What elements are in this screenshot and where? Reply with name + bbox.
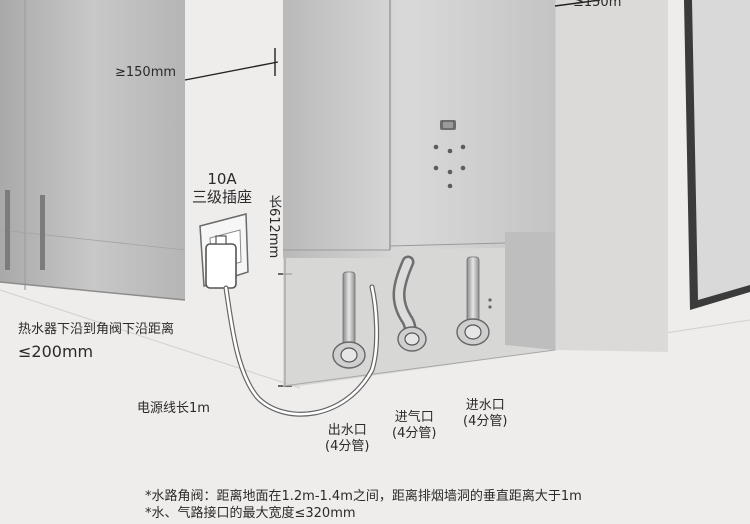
port-name: 进水口 — [465, 398, 505, 413]
mirror — [684, 0, 750, 310]
power-cord-label: 电源线长1m — [137, 401, 210, 416]
control-panel — [433, 120, 466, 189]
note-connection-width: *水、气路接口的最大宽度≤320mm — [145, 506, 356, 522]
water-inlet-pipe — [456, 256, 490, 346]
port-spec: (4分管) — [463, 414, 508, 430]
socket-rating: 10A — [207, 170, 237, 188]
heater-height-label: 长612mm — [265, 195, 281, 259]
bottom-gap-text: 热水器下沿到角阀下沿距离 — [18, 322, 175, 337]
left-cabinet — [0, 0, 186, 301]
top-clearance-dimension — [554, 0, 601, 7]
outlet-pipe — [332, 271, 366, 369]
port-label-water-inlet: 进水口 (4分管) — [463, 398, 507, 431]
port-spec: (4分管) — [325, 439, 370, 455]
port-name: 出水口 — [327, 423, 367, 438]
port-name: 进气口 — [394, 410, 434, 425]
socket-type: 三级插座 — [192, 188, 253, 206]
water-heater — [282, 0, 556, 387]
socket-label: 10A 三级插座 — [192, 170, 252, 206]
side-clearance-label: ≥150mm — [115, 65, 177, 80]
installation-notes: *水路角阀：距离地面在1.2m-1.4m之间，距离排烟墙洞的垂直距离大于1m *… — [145, 488, 582, 522]
power-cord — [223, 284, 380, 417]
port-label-gas-inlet: 进气口 (4分管) — [392, 410, 436, 443]
side-clearance-dimension — [184, 48, 279, 81]
gas-inlet-pipe — [392, 255, 427, 352]
top-clearance-label: ≥150m — [573, 0, 622, 10]
port-spec: (4分管) — [392, 426, 437, 442]
bottom-gap-label: 热水器下沿到角阀下沿距离 ≤200mm — [18, 320, 174, 364]
note-valve-height: *水路角阀：距离地面在1.2m-1.4m之间，距离排烟墙洞的垂直距离大于1m — [145, 489, 582, 504]
bottom-gap-value: ≤200mm — [18, 341, 94, 361]
power-socket — [199, 213, 249, 289]
port-label-outlet: 出水口 (4分管) — [325, 423, 369, 456]
right-cabinet — [550, 0, 668, 352]
